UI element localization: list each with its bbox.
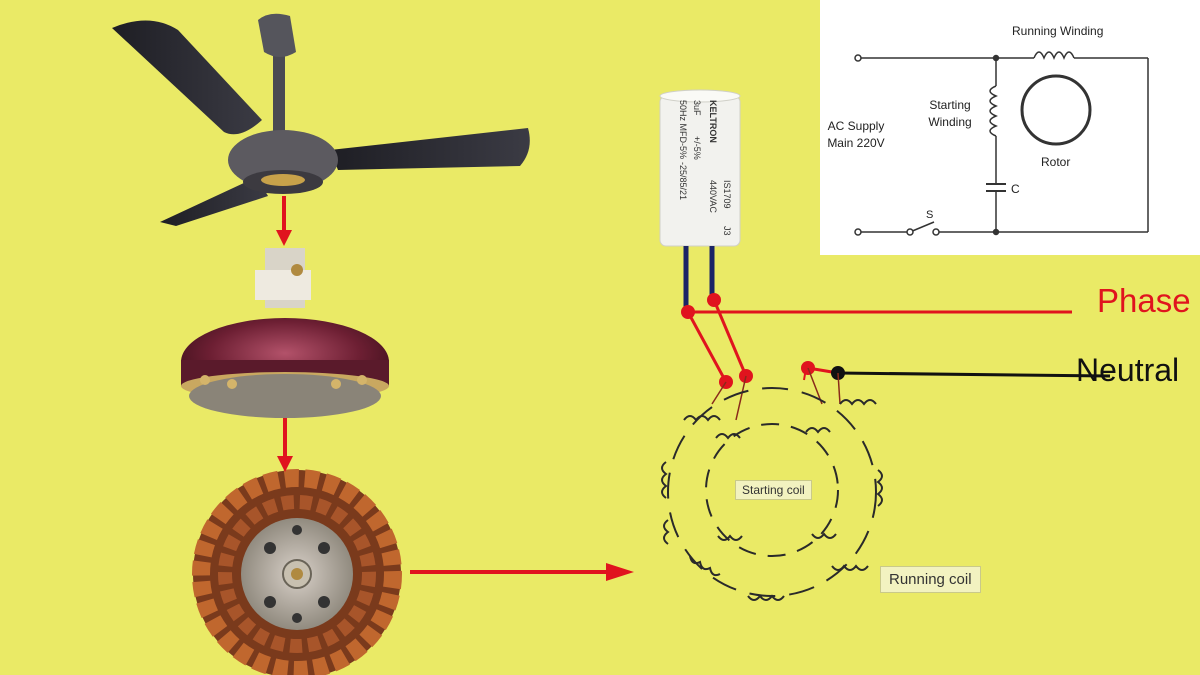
rotor-symbol [1022,76,1090,144]
stator-image [193,470,401,675]
fan-motor-image [181,248,389,418]
schematic-drawing [855,52,1148,235]
ceiling-fan-image [112,14,530,226]
capacitor-letter-label: C [1011,182,1020,196]
capacitor-tolerance: +/-5% [692,136,702,160]
capacitor-model: IS1709 [722,180,732,209]
capacitor-image: KELTRON IS1709 3uF +/-5% 50Hz MFD-5% -25… [660,90,740,312]
starting-coil-label: Starting coil [735,480,812,500]
switch-letter-label: S [926,209,933,221]
starting-winding-symbol [990,86,996,136]
capacitor-capacitance: 3uF [692,100,702,116]
running-winding-label: Running Winding [1012,24,1103,38]
rotor-label: Rotor [1041,155,1070,169]
capacitor-brand: KELTRON [708,100,718,143]
capacitor-frequency: 50Hz MFD-5% [678,100,688,159]
starting-winding-label: Starting Winding [926,97,974,131]
neutral-wire [838,373,1110,376]
capacitor-voltage: 440VAC [708,180,718,213]
capacitor-code: J3 [722,226,732,236]
phase-label: Phase [1097,282,1191,320]
running-coil-label: Running coil [880,566,981,593]
capacitor-rating: -25/85/21 [678,162,688,200]
switch-symbol [910,222,934,232]
wiring [681,293,1110,420]
running-winding-symbol [1034,52,1074,58]
neutral-label: Neutral [1076,352,1179,389]
ac-supply-label: AC Supply Main 220V [823,118,889,152]
